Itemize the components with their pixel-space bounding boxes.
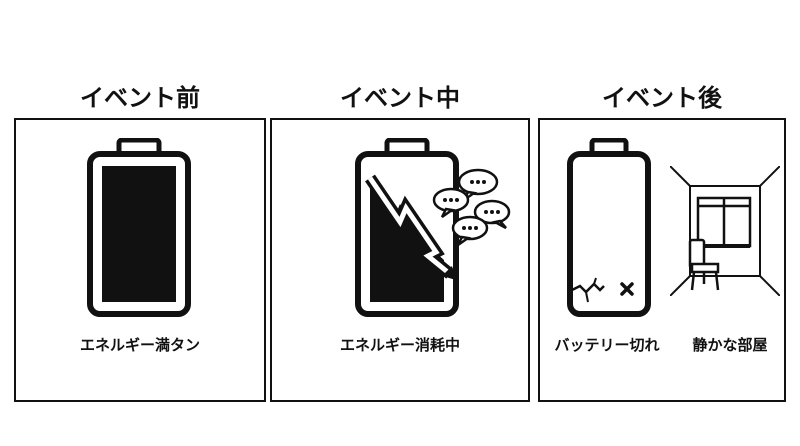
before-event-caption: エネルギー満タン xyxy=(79,336,200,354)
during-event-title: イベント中 xyxy=(340,84,460,112)
cracked-battery-icon xyxy=(571,277,605,303)
after-event-title: イベント後 xyxy=(602,84,722,112)
before-event-title: イベント前 xyxy=(80,84,200,112)
during-event-panel: エネルギー消耗中 xyxy=(270,118,530,402)
x-mark-icon xyxy=(620,282,634,296)
full-battery-icon xyxy=(87,138,191,317)
before-event-panel: エネルギー満タン xyxy=(14,118,266,402)
quiet-room-caption: 静かな部屋 xyxy=(692,336,768,354)
window-icon xyxy=(696,196,752,248)
chair-icon xyxy=(688,238,720,291)
empty-room-icon xyxy=(670,166,780,296)
after-event-panel: バッテリー切れ 静かな部屋 xyxy=(538,118,786,402)
speech-bubbles-icon xyxy=(432,168,511,246)
empty-battery-icon xyxy=(567,138,651,317)
during-event-caption: エネルギー消耗中 xyxy=(339,336,460,354)
lightning-bolt-icon xyxy=(365,174,456,280)
dead-battery-caption: バッテリー切れ xyxy=(554,336,660,354)
